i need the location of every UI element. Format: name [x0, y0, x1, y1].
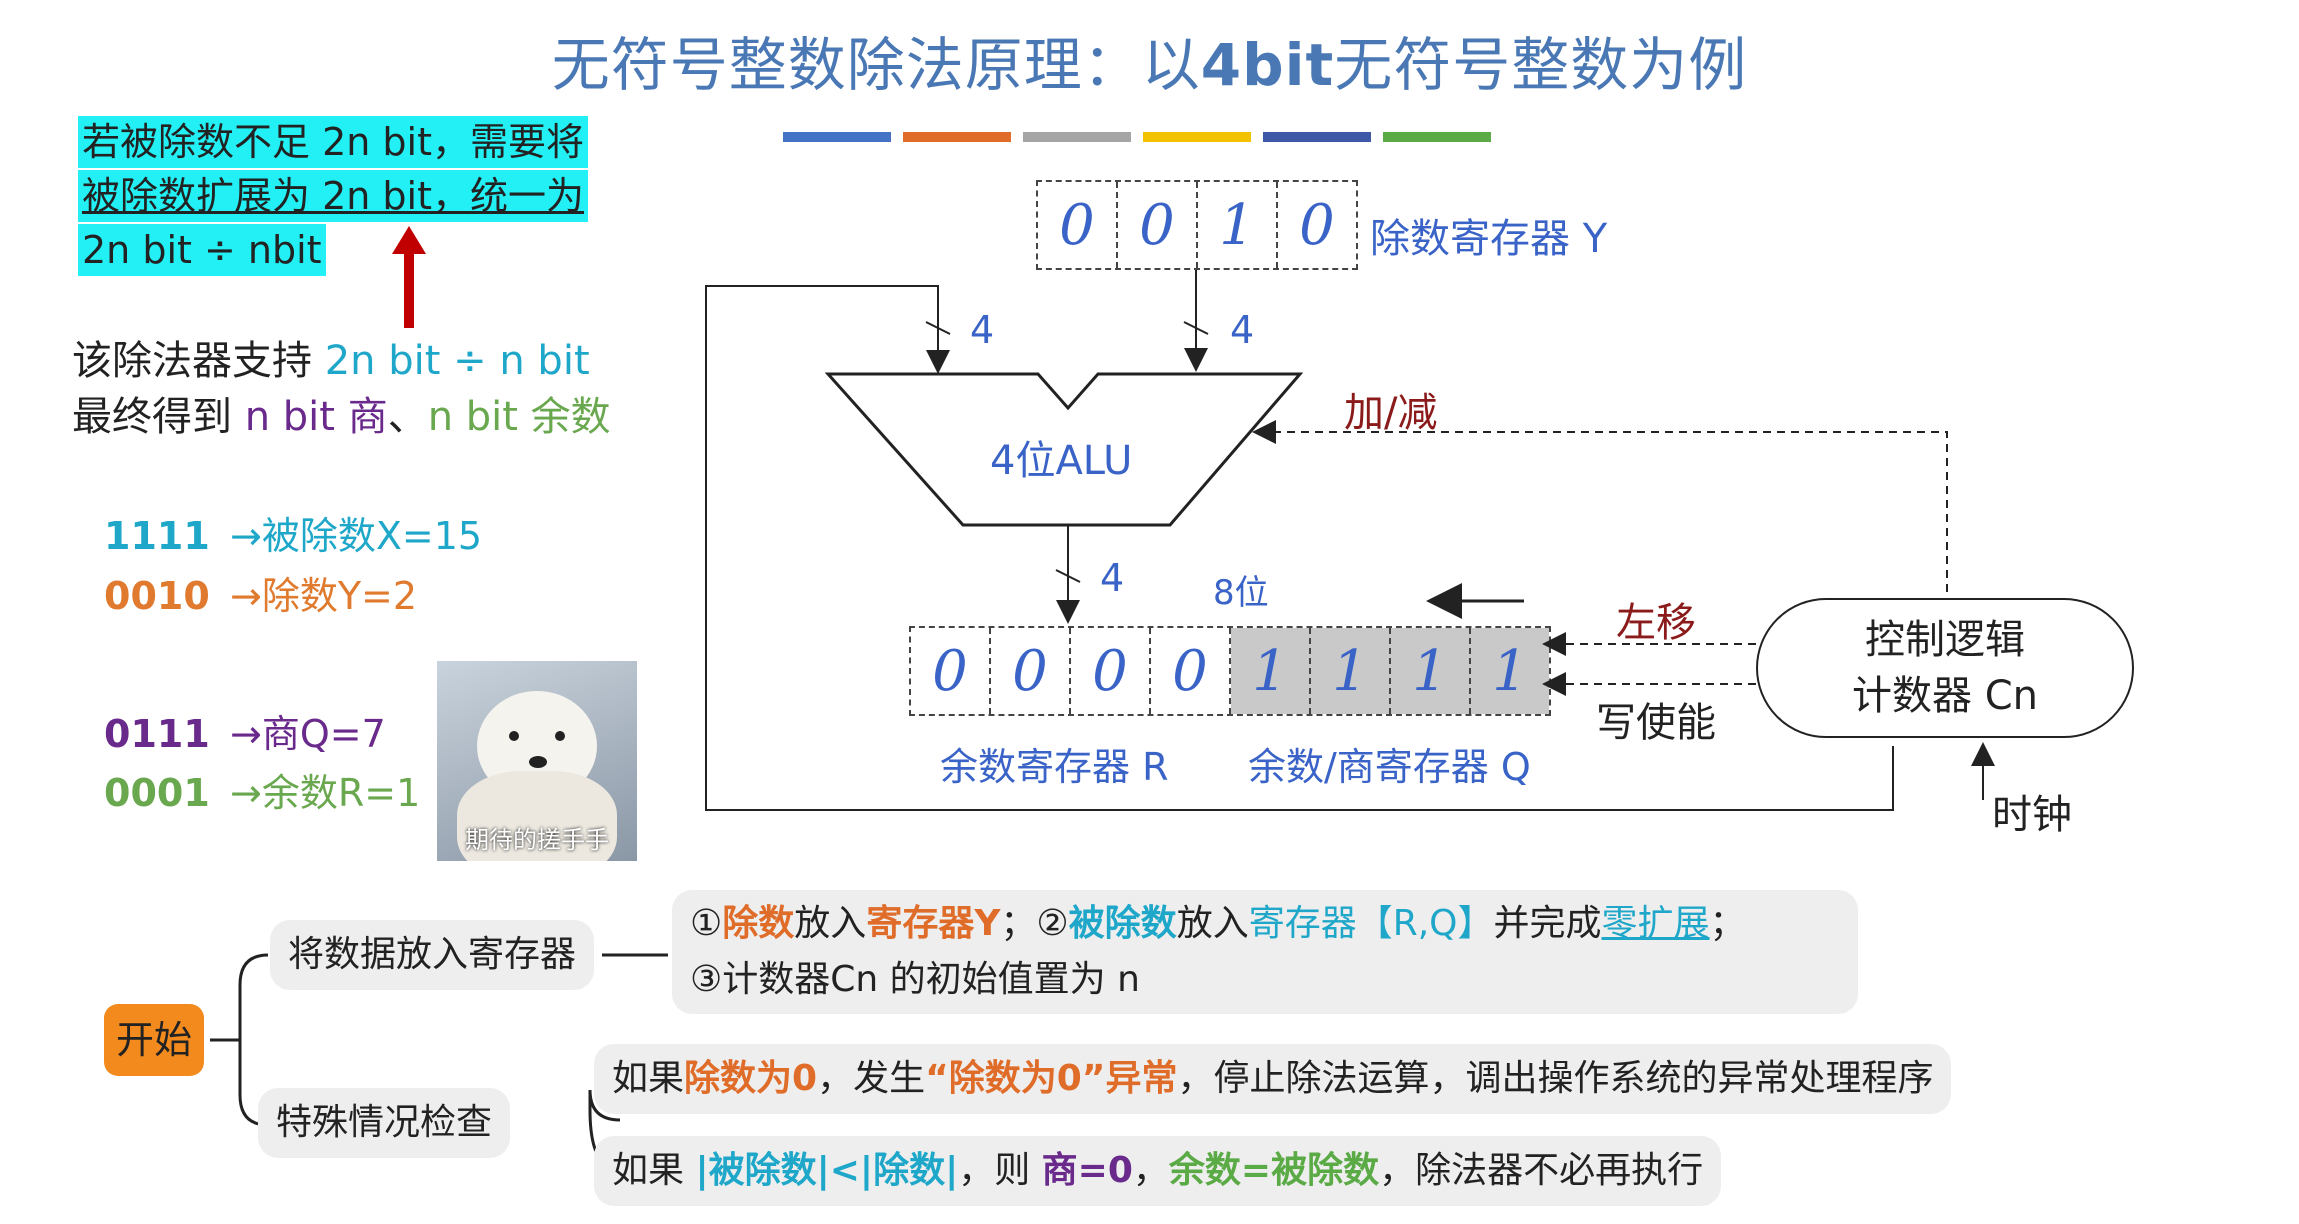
register-q-label: 余数/商寄存器 Q [1248, 745, 1531, 789]
register-q-cell: 1 [1391, 628, 1471, 714]
example-bits: 0010 [104, 574, 210, 618]
step-special-check: 特殊情况检查 [258, 1088, 511, 1158]
check-small-dividend: 如果 |被除数|<|除数|，则 商=0，余数=被除数，除法器不必再执行 [594, 1136, 1722, 1206]
polar-bear-sticker: 期待的搓手手 [437, 661, 637, 861]
note-line-3: 2n bit ÷ nbit [78, 224, 326, 276]
example-row: 0010 →除数Y=2 [104, 565, 417, 620]
register-r-cell: 0 [911, 628, 991, 714]
divisor-register-label: 除数寄存器 Y [1370, 216, 1608, 262]
write-enable-label: 写使能 [1596, 700, 1716, 746]
add-sub-label: 加/减 [1344, 390, 1438, 436]
example-row: 0111 →商Q=7 [104, 703, 386, 758]
example-desc: →商Q=7 [230, 712, 386, 756]
alu-label: 4位ALU [990, 438, 1133, 484]
register-r-cell: 0 [1071, 628, 1151, 714]
alu-shape [824, 372, 1304, 527]
control-logic-label: 控制逻辑 [1865, 617, 2025, 663]
bus-width-out: 4 [1100, 556, 1125, 600]
register-r-cell: 0 [1151, 628, 1231, 714]
step-load-detail: ①除数放入寄存器Y；②被除数放入寄存器【R,Q】并完成零扩展； ③计数器Cn 的… [672, 890, 1858, 1014]
register-cell: 1 [1198, 182, 1278, 268]
register-r-cell: 0 [991, 628, 1071, 714]
example-row: 1111 →被除数X=15 [104, 505, 482, 560]
counter-label: 计数器 Cn [1852, 673, 2038, 719]
register-cell: 0 [1038, 182, 1118, 268]
example-desc: →除数Y=2 [230, 574, 418, 618]
example-desc: →余数R=1 [230, 771, 421, 815]
register-cell: 0 [1299, 192, 1335, 258]
bus-width-left: 4 [970, 308, 995, 352]
color-bar-green [1383, 132, 1491, 142]
example-desc: →被除数X=15 [230, 514, 483, 558]
color-bar-orange [903, 132, 1011, 142]
color-bar-yellow [1143, 132, 1251, 142]
note-line-2: 被除数扩展为 2n bit，统一为 [78, 170, 588, 222]
clock-label: 时钟 [1992, 792, 2072, 838]
start-box: 开始 [104, 1004, 204, 1076]
color-bar-gray [1023, 132, 1131, 142]
width-label: 8位 [1213, 573, 1269, 613]
register-q-cell: 1 [1231, 628, 1311, 714]
support-line-1: 该除法器支持 2n bit ÷ n bit [72, 338, 590, 384]
register-q-cell: 1 [1471, 628, 1549, 714]
register-r-label: 余数寄存器 R [940, 745, 1169, 789]
shift-left-label: 左移 [1616, 600, 1696, 646]
bus-width-right: 4 [1230, 308, 1255, 352]
sticker-caption: 期待的搓手手 [465, 826, 609, 854]
control-logic-unit: 控制逻辑 计数器 Cn [1756, 598, 2134, 738]
page-title: 无符号整数除法原理：以4bit无符号整数为例 [551, 31, 1748, 99]
color-bar-navy [1263, 132, 1371, 142]
note-line-1: 若被除数不足 2n bit，需要将 [78, 116, 588, 168]
check-divide-by-zero: 如果除数为0，发生“除数为0”异常，停止除法运算，调出操作系统的异常处理程序 [594, 1044, 1952, 1114]
example-row: 0001 →余数R=1 [104, 762, 420, 817]
register-cell: 0 [1118, 182, 1198, 268]
step-load-registers: 将数据放入寄存器 [270, 920, 595, 990]
support-line-2: 最终得到 n bit 商、n bit 余数 [72, 394, 611, 440]
example-bits: 0111 [104, 712, 210, 756]
register-q-cell: 1 [1311, 628, 1391, 714]
color-bar-blue [783, 132, 891, 142]
example-bits: 1111 [104, 514, 210, 558]
example-bits: 0001 [104, 771, 210, 815]
